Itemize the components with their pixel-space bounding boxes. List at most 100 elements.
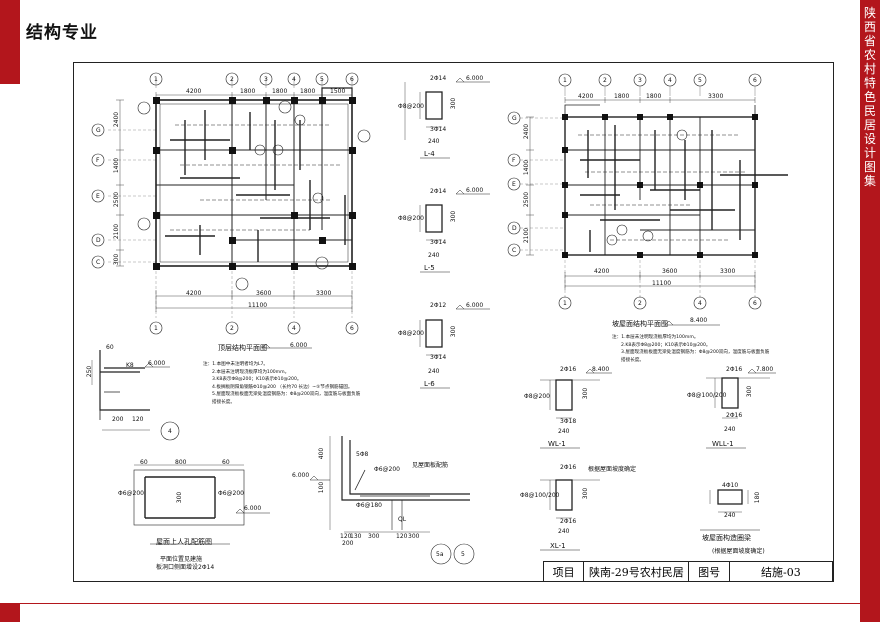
note-line: 注：1.本层未注明现浇板厚均为100mm。: [612, 335, 699, 340]
note-line: 4.板搁板阴阳角钢筋Φ10@200 （长约70 长边）~⑤节点钢筋锚固。: [212, 384, 353, 390]
wll1-top: 2Φ16: [726, 366, 743, 373]
r-dim-top-1: 4200: [578, 93, 594, 100]
axis-left-G: G: [96, 127, 101, 134]
k8-dim-200: 200: [112, 416, 124, 423]
eave-dim-120a: 120: [340, 533, 352, 540]
wll1-width: 240: [724, 426, 736, 433]
dim-top-1: 4200: [186, 88, 202, 95]
r-dim-bottom-1: 4200: [594, 268, 610, 275]
roof-beam-title: 坡屋面构造圈梁: [702, 534, 751, 542]
eave-bar-ql: QL: [398, 516, 407, 523]
dim-bottom-total: 11100: [248, 302, 268, 309]
title-block: 项目 陕南-29号农村民居 图号 结施-03: [543, 561, 833, 582]
brand-corner-bottom: [0, 603, 20, 622]
footer-rule: [20, 603, 860, 604]
l6-width: 240: [428, 368, 440, 375]
hatch-dim-60b: 60: [222, 459, 230, 466]
roof-beam-height: 180: [754, 491, 762, 504]
detail-mark-4: 4: [168, 428, 172, 435]
xl1-note: 根据屋面坡度确定: [588, 466, 637, 473]
r-axis-bottom-4: 4: [698, 300, 702, 307]
hatch-note-2: 板洞口侧面增设2Φ14: [156, 564, 215, 571]
dim-top-2: 1800: [240, 88, 256, 95]
dim-left-5: 300: [113, 253, 121, 266]
r-axis-top-4: 4: [668, 77, 672, 84]
axis-top-4: 4: [292, 76, 296, 83]
hatch-stirrup-right: Φ6@200: [218, 490, 244, 497]
plan-right-notes: 注：1.本层未注明现浇板厚均为100mm。 2.K8表示Φ8@200；K10表示…: [612, 334, 771, 364]
axis-top-1: 1: [154, 76, 158, 83]
side-title: 陕西省农村特色民居设计图集: [860, 6, 880, 188]
side-title-char: 农: [863, 48, 876, 62]
l5-stirrup: Φ8@200: [398, 215, 424, 222]
eave-dim-400: 400: [318, 447, 326, 460]
r-dim-bottom-total: 11100: [652, 280, 672, 287]
dim-top-4: 1800: [300, 88, 316, 95]
xl1-width: 240: [558, 528, 570, 535]
wl1-name: WL-1: [548, 440, 566, 448]
r-axis-top-1: 1: [563, 77, 567, 84]
k8-dim-120: 120: [132, 416, 144, 423]
plan-right-elevation: 8.400: [690, 317, 708, 324]
side-title-char: 西: [863, 20, 876, 34]
eave-bar-3: Φ6@180: [356, 502, 382, 509]
side-title-char: 图: [863, 160, 876, 174]
l6-top: 2Φ12: [430, 302, 447, 309]
hatch-dim-800: 800: [175, 459, 187, 466]
brand-corner-top: [0, 0, 20, 84]
axis-bottom-6: 6: [350, 325, 354, 332]
dim-left-1: 2400: [113, 111, 121, 128]
mark-5: 5: [461, 551, 465, 558]
l4-name: L-4: [424, 150, 435, 158]
plan-left-drawing: [91, 72, 371, 349]
k8-label: K8: [126, 362, 134, 369]
wl1-height: 300: [582, 387, 590, 400]
tb-project-name: 陕南-29号农村民居: [584, 562, 690, 582]
l6-height: 300: [450, 325, 458, 338]
wll1-height: 300: [746, 385, 754, 398]
axis-bottom-2: 2: [230, 325, 234, 332]
wll1-name: WLL-1: [712, 440, 734, 448]
eave-dim-300: 300: [368, 533, 380, 540]
axis-left-E: E: [96, 193, 100, 200]
section-title: 结构专业: [26, 23, 98, 43]
side-title-char: 省: [863, 34, 876, 48]
wl1-stirrup: Φ8@200: [524, 393, 550, 400]
dim-bottom-3: 3300: [316, 290, 332, 297]
eave-label: 见屋面板配筋: [412, 462, 449, 469]
xl1-name: XL-1: [550, 542, 566, 550]
side-title-char: 民: [863, 104, 876, 118]
hatch-dim-60a: 60: [140, 459, 148, 466]
tb-drawing-no: 结施-03: [730, 562, 833, 582]
plan-right-drawing: [507, 73, 788, 326]
r-axis-top-3: 3: [638, 77, 642, 84]
wl1-top: 2Φ16: [560, 366, 577, 373]
wl1-elev: 8.400: [592, 366, 610, 373]
l4-top: 2Φ14: [430, 75, 447, 82]
eave-elev: 6.000: [292, 472, 310, 479]
note-line: 2.本层未注明现浇板厚均为100mm。: [212, 369, 290, 375]
note-line: 3.屋面现浇板板面无梁处温度钢筋为：Φ8@200双向，温度筋与板面负筋搭接长度。: [621, 350, 770, 363]
side-title-char: 计: [863, 146, 876, 160]
mark-5a: 5a: [436, 551, 444, 558]
axis-top-5: 5: [320, 76, 324, 83]
r-dim-left-2: 1400: [523, 159, 531, 176]
r-axis-bottom-2: 2: [638, 300, 642, 307]
eave-dim-200: 200: [342, 540, 354, 547]
k8-elev: 6.000: [148, 360, 166, 367]
eave-dim-120b: 120: [396, 533, 408, 540]
roof-beam-subtitle: (根据屋面坡度确定): [712, 548, 765, 555]
r-dim-left-1: 2400: [523, 123, 531, 140]
l4-height: 300: [450, 97, 458, 110]
dim-left-3: 2500: [113, 191, 121, 208]
note-line: 5.屋面现浇板板面无梁处温度钢筋为：Φ8@200双向，温度筋与板面负筋搭接长度。: [212, 392, 361, 405]
l4-width: 240: [428, 138, 440, 145]
wl1-width: 240: [558, 428, 570, 435]
side-title-char: 设: [863, 132, 876, 146]
wll1-elev: 7.800: [756, 366, 774, 373]
xl1-stirrup: Φ8@100/200: [520, 492, 560, 499]
tb-project-label: 项目: [544, 562, 585, 582]
wl1-bottom: 3Φ18: [560, 418, 577, 425]
r-axis-bottom-6: 6: [753, 300, 757, 307]
